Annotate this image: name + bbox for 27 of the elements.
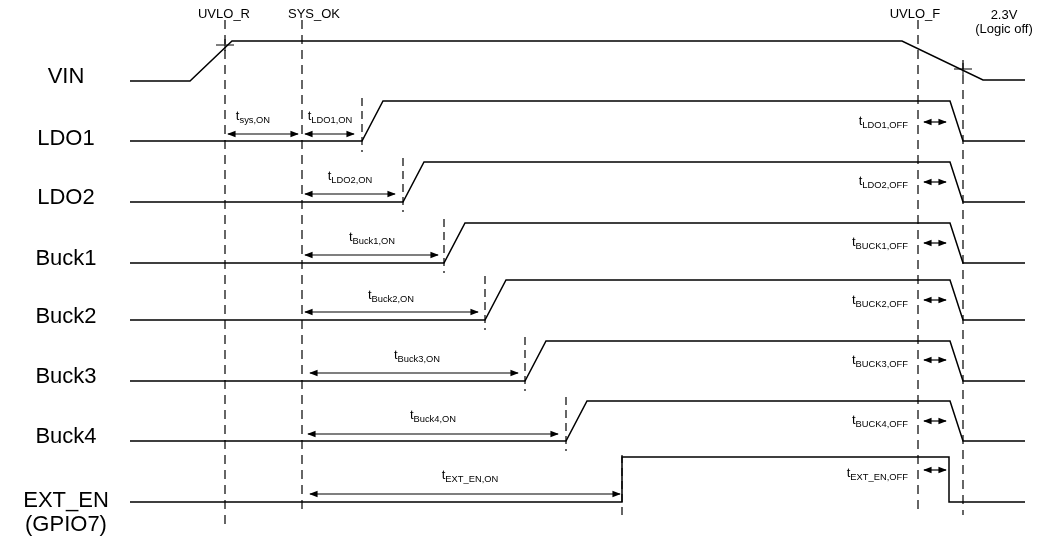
- signal-name: EXT_EN (GPIO7): [22, 487, 110, 537]
- signal-name: Buck4: [34, 423, 98, 449]
- signal-name: LDO2: [36, 184, 96, 210]
- signal-name: Buck1: [34, 245, 98, 271]
- timing-label: t$_{sys,ON}$: [235, 109, 271, 125]
- timing-label: t$_{LDO1,ON}$: [307, 109, 353, 125]
- timing-label: t$_{BUCK3,OFF}$: [851, 353, 908, 369]
- timing-label: t$_{EXT_EN,ON}$: [441, 468, 499, 484]
- threshold-label: UVLO_R: [197, 6, 251, 22]
- timing-label: t$_{Buck4,ON}$: [409, 408, 457, 424]
- timing-label: t$_{Buck2,ON}$: [367, 288, 415, 304]
- timing-label: t$_{LDO2,OFF}$: [858, 174, 908, 190]
- threshold-label: 2.3V (Logic off): [974, 7, 1034, 37]
- timing-label: t$_{LDO2,ON}$: [327, 169, 373, 185]
- timing-label: t$_{EXT_EN,OFF}$: [846, 466, 908, 482]
- timing-label: t$_{BUCK2,OFF}$: [851, 293, 908, 309]
- timing-label: t$_{Buck3,ON}$: [393, 348, 441, 364]
- signal-name: LDO1: [36, 125, 96, 151]
- threshold-label: SYS_OK: [287, 6, 341, 22]
- signal-name: Buck3: [34, 363, 98, 389]
- signal-name: Buck2: [34, 303, 98, 329]
- threshold-label: UVLO_F: [888, 6, 942, 22]
- timing-label: t$_{BUCK4,OFF}$: [851, 413, 908, 429]
- timing-label: t$_{LDO1,OFF}$: [858, 114, 908, 130]
- timing-label: t$_{BUCK1,OFF}$: [851, 235, 908, 251]
- timing-label: t$_{Buck1,ON}$: [348, 230, 396, 246]
- signal-name: VIN: [46, 63, 86, 89]
